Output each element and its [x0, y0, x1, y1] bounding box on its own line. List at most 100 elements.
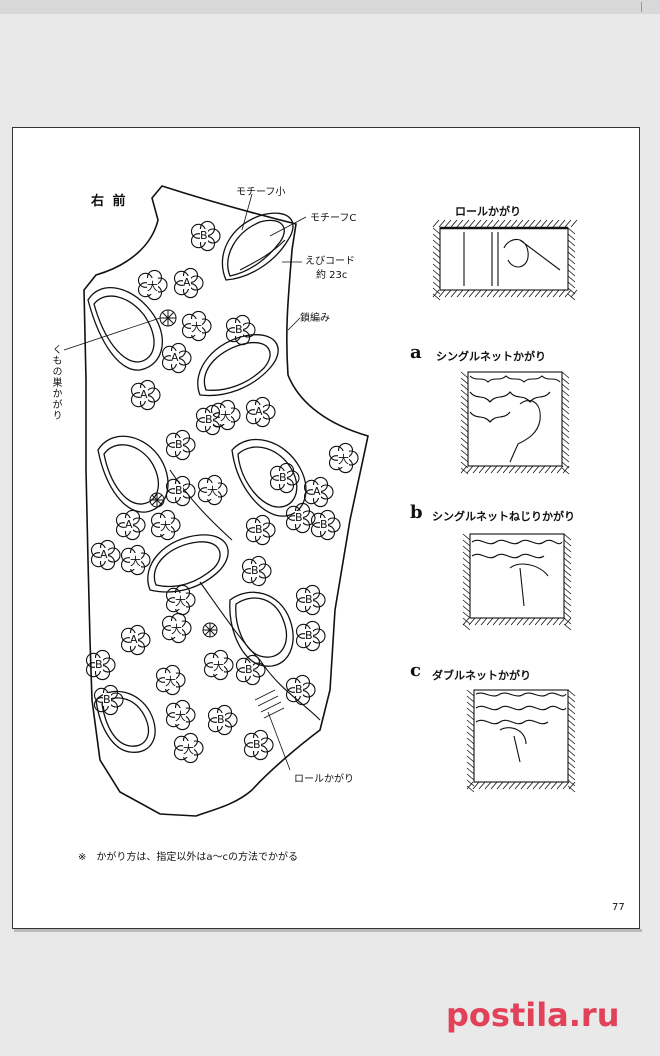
garment-outline [83, 185, 369, 817]
hatch-line [480, 289, 488, 298]
hatch-line [462, 617, 470, 626]
watermark: postila.ru [446, 996, 620, 1034]
diagram-hatching [432, 219, 578, 793]
motif-mark: B [235, 323, 243, 336]
hatch-line [561, 443, 570, 451]
section-title-c: ダブルネットかがり [432, 669, 531, 682]
hatch-line [504, 219, 512, 228]
page-title: 右 前 [91, 194, 128, 209]
hatch-line [510, 289, 518, 298]
hatch-line [468, 289, 476, 298]
motif-mark: 大 [207, 483, 218, 499]
ebi-cords [169, 239, 321, 721]
motif-mark: B [200, 229, 208, 242]
motif-mark: 大 [171, 621, 182, 637]
motif-mark: B [205, 413, 213, 426]
hatch-line [462, 611, 471, 619]
hatch-line [480, 219, 488, 228]
hatch-line [567, 695, 576, 703]
flower-petal [100, 657, 116, 673]
hatch-line [508, 465, 516, 474]
hatch-line [474, 219, 482, 228]
motif-mark: A [313, 485, 321, 498]
flower-petal [300, 682, 316, 698]
hatch-line [561, 431, 570, 439]
motif-mark: 大 [175, 708, 186, 724]
hatch-line [460, 431, 469, 439]
hatch-line [567, 767, 576, 775]
hatch-line [561, 401, 570, 409]
hatch-line [462, 599, 471, 607]
hatch-line [522, 289, 530, 298]
hatch-line [520, 465, 528, 474]
flower-petal [205, 228, 221, 244]
hatch-line [561, 425, 570, 433]
flower-petal [250, 662, 266, 678]
hatch-line [561, 437, 570, 445]
flower-petal [256, 563, 272, 579]
hatch-line [460, 467, 469, 475]
hatch-line [561, 377, 570, 385]
hatch-line [478, 465, 486, 474]
hatch-line [514, 781, 522, 790]
hatch-line [462, 569, 471, 577]
hatch-line [466, 465, 474, 474]
hatch-line [468, 617, 476, 626]
flower-petal [176, 350, 192, 366]
hatch-line [460, 401, 469, 409]
hatch-line [484, 781, 492, 790]
hatch-line [478, 781, 486, 790]
hatch-line [460, 389, 469, 397]
page-number: 77 [612, 902, 625, 913]
motif-mark: A [130, 633, 138, 646]
motif-mark: 大 [213, 658, 224, 674]
hatch-line [466, 743, 475, 751]
flower-petal [310, 628, 326, 644]
hatch-line [567, 251, 576, 259]
motif-mark: 大 [130, 553, 141, 569]
hatch-line [561, 389, 570, 397]
motif-mark: B [295, 683, 303, 696]
section-title-a: シングルネットかがり [436, 350, 546, 363]
hatch-line [460, 455, 469, 463]
hatch-line [558, 289, 566, 298]
label-motif-c: モチーフC [310, 213, 357, 224]
hatch-line [563, 569, 572, 577]
hatch-line [480, 617, 488, 626]
hatch-line [492, 617, 500, 626]
hatch-line [546, 617, 554, 626]
hatch-line [462, 581, 471, 589]
hatch-line [563, 545, 572, 553]
label-chain: 鎖編み [300, 313, 330, 324]
hatch-line [561, 455, 570, 463]
hatch-line [567, 737, 576, 745]
motif-mark: 大 [165, 673, 176, 689]
hatch-line [570, 219, 578, 228]
hatch-line [552, 219, 560, 228]
hatch-line [567, 755, 576, 763]
hatch-line [567, 275, 576, 283]
hatch-line [466, 785, 475, 793]
flower-petal [222, 712, 238, 728]
hatch-line [466, 779, 475, 787]
hatch-line [432, 245, 441, 253]
hatch-line [508, 781, 516, 790]
hatch-line [534, 617, 542, 626]
hatch-line [540, 617, 548, 626]
hatch-line [561, 467, 570, 475]
hatch-line [563, 533, 572, 541]
motif-mark: B [255, 523, 263, 536]
motif-mark: B [251, 564, 259, 577]
hatch-line [438, 219, 446, 228]
hatch-line [563, 587, 572, 595]
roll-stitch-marks [254, 689, 285, 719]
hatch-line [516, 289, 524, 298]
label-ebi-cord: えびコード [305, 256, 355, 267]
hatch-line [462, 551, 471, 559]
hatch-line [567, 233, 576, 241]
top-bar-divider [641, 2, 642, 12]
hatch-line [504, 289, 512, 298]
flower-petal [300, 510, 316, 526]
hatch-line [456, 219, 464, 228]
hatch-line [490, 465, 498, 474]
